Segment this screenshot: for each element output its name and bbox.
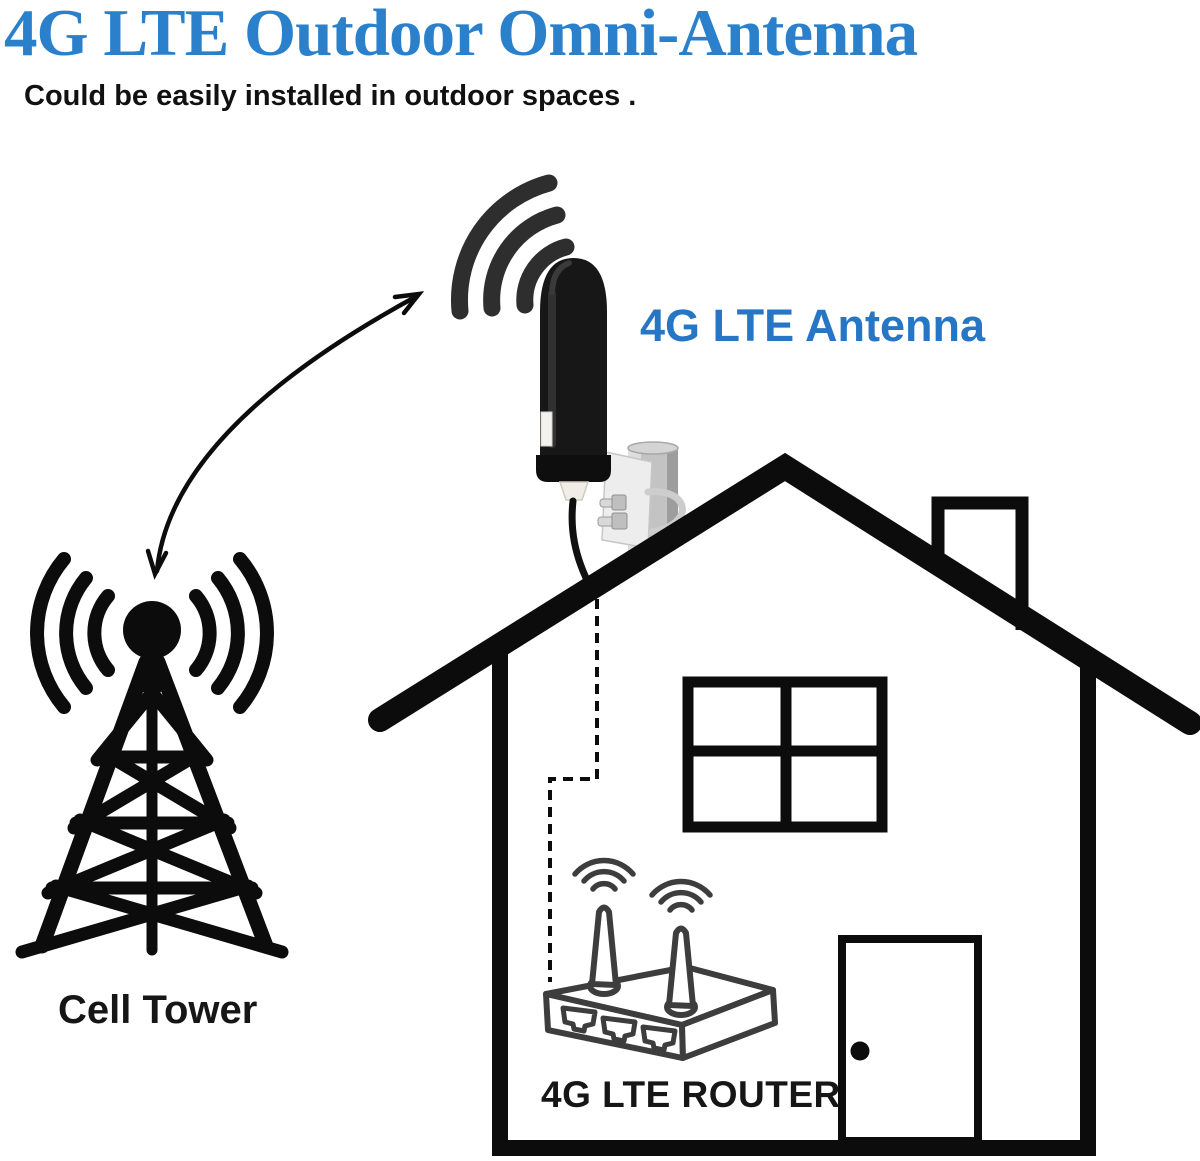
door-icon xyxy=(838,935,982,1145)
house-outline-icon xyxy=(368,452,1200,1156)
antenna-label: 4G LTE Antenna xyxy=(640,300,986,351)
cell-tower-icon xyxy=(15,552,289,959)
tower-signal-left-icon xyxy=(30,552,115,714)
router-icon xyxy=(543,857,778,1061)
chimney xyxy=(931,496,1029,630)
antenna-wifi-waves-icon xyxy=(451,174,575,320)
router-wifi-left-icon xyxy=(572,857,636,892)
tower-head xyxy=(123,601,181,659)
router-antennas xyxy=(587,904,698,1018)
router-ports xyxy=(560,1005,678,1053)
cell-tower-label: Cell Tower xyxy=(58,988,258,1032)
walls xyxy=(492,640,1096,1156)
window-icon xyxy=(682,676,888,833)
page-subtitle: Could be easily installed in outdoor spa… xyxy=(24,80,637,112)
roof xyxy=(368,452,1200,735)
router-label: 4G LTE ROUTER xyxy=(541,1074,841,1115)
page-title: 4G LTE Outdoor Omni-Antenna xyxy=(4,0,918,70)
antenna-radome xyxy=(536,258,611,482)
outdoor-antenna-image xyxy=(451,174,686,592)
signal-link-arrow-icon xyxy=(145,291,425,580)
antenna-cable xyxy=(568,497,595,592)
router-wifi-right-icon xyxy=(649,878,713,913)
cable-grommet xyxy=(558,481,590,501)
door-knob xyxy=(850,1041,870,1061)
tower-signal-right-icon xyxy=(189,552,274,714)
cable-route-dashed-line xyxy=(548,599,599,982)
